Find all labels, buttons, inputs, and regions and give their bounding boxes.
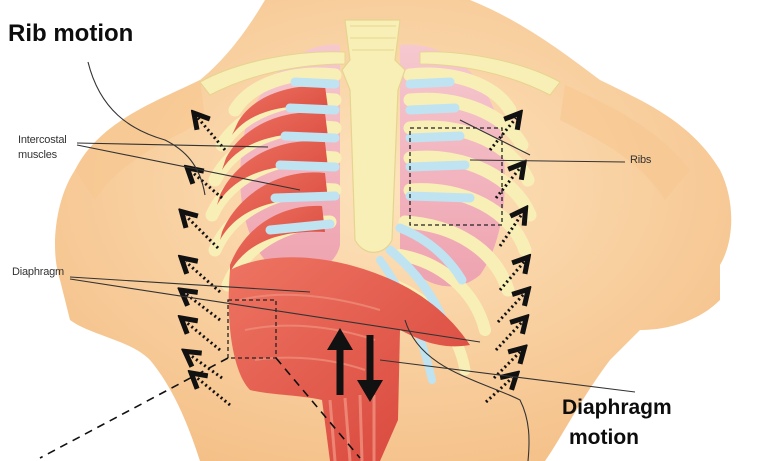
intercostal-label: Intercostal: [18, 134, 67, 146]
muscles-label: muscles: [18, 149, 57, 161]
diaphragm-label: Diaphragm: [12, 266, 64, 278]
rib-motion-label: Rib motion: [8, 20, 133, 48]
diaphragm-motion-label-line1: Diaphragm: [562, 396, 672, 420]
ribs-label: Ribs: [630, 154, 651, 166]
diaphragm-motion-label-line2: motion: [569, 426, 639, 450]
